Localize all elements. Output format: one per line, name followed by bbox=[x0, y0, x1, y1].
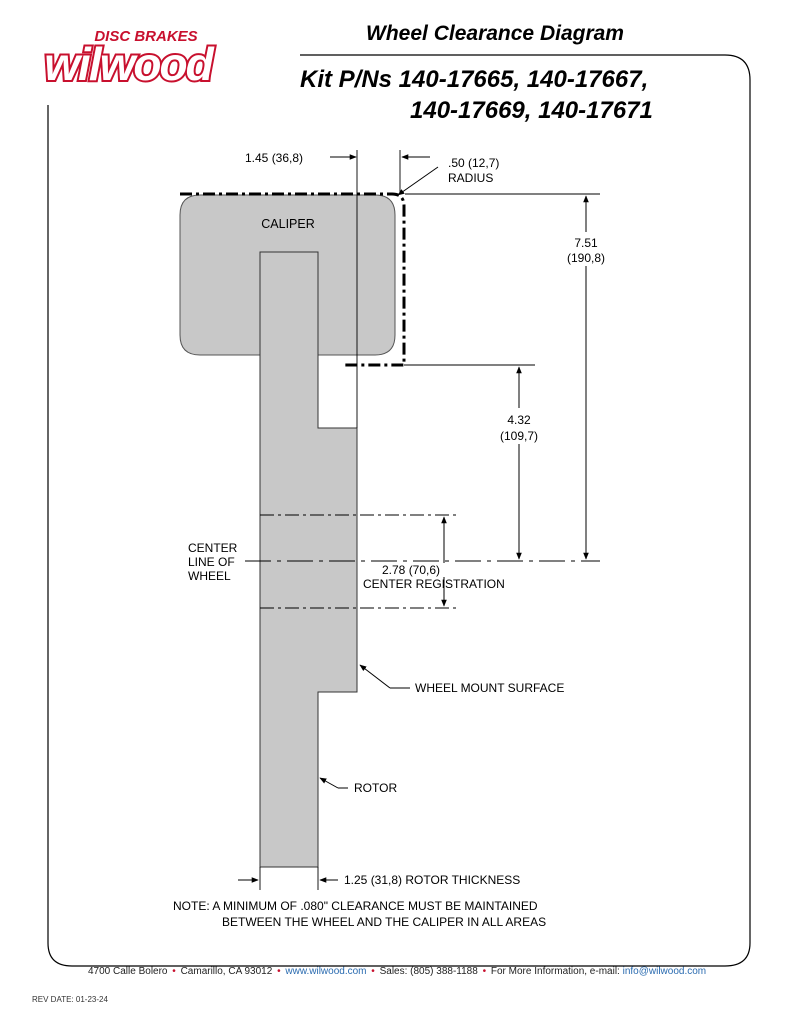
page-frame bbox=[47, 54, 751, 967]
radius-value: .50 (12,7) bbox=[448, 156, 499, 170]
footer-address: 4700 Calle Bolero bbox=[88, 966, 168, 977]
rotor-label: ROTOR bbox=[354, 781, 397, 795]
rotor-leader-2 bbox=[319, 777, 339, 789]
wheel-mount-label: WHEEL MOUNT SURFACE bbox=[415, 681, 564, 695]
rev-label: REV DATE: bbox=[32, 995, 74, 1004]
kit-numbers-line2: 140-17669, 140-17671 bbox=[410, 97, 653, 124]
page-title: Wheel Clearance Diagram bbox=[366, 22, 624, 45]
dim-total-text-2: (190,8) bbox=[567, 251, 605, 265]
footer-email-link[interactable]: info@wilwood.com bbox=[622, 966, 707, 977]
note-line-1: NOTE: A MINIMUM OF .080" CLEARANCE MUST … bbox=[173, 899, 538, 913]
footer-info: For More Information, e-mail: bbox=[490, 966, 620, 977]
footer-sales: Sales: (805) 388-1188 bbox=[379, 966, 478, 977]
radius-label: RADIUS bbox=[448, 171, 493, 185]
caliper-label: CALIPER bbox=[261, 217, 315, 231]
dim-total-text-1: 7.51 bbox=[574, 236, 598, 250]
dim-offset-text: 1.45 (36,8) bbox=[245, 151, 303, 165]
logo-wordmark: wilwood bbox=[44, 38, 214, 90]
rev-date: 01-23-24 bbox=[75, 995, 108, 1004]
footer-sep: • bbox=[371, 966, 375, 977]
footer-city: Camarillo, CA 93012 bbox=[180, 966, 273, 977]
radius-leader bbox=[397, 166, 439, 196]
dim-mount-text-1: 4.32 bbox=[507, 413, 531, 427]
footer-website-link[interactable]: www.wilwood.com bbox=[285, 966, 367, 977]
kit-numbers-line1: Kit P/Ns 140-17665, 140-17667, bbox=[300, 66, 649, 93]
footer-contact: 4700 Calle Bolero • Camarillo, CA 93012 … bbox=[88, 966, 706, 977]
centerline-label-2: LINE OF bbox=[188, 555, 235, 569]
footer-sep: • bbox=[482, 966, 487, 977]
centerline-label-3: WHEEL bbox=[188, 569, 231, 583]
dim-mount-text-2: (109,7) bbox=[500, 429, 538, 443]
wheel-mount-leader-2 bbox=[359, 664, 391, 689]
rotor-thickness-text: 1.25 (31,8) ROTOR THICKNESS bbox=[344, 873, 520, 887]
footer-sep: • bbox=[277, 966, 281, 977]
logo-tagline: DISC BRAKES bbox=[94, 28, 197, 45]
footer-sep: • bbox=[172, 966, 176, 977]
caliper-slot bbox=[259, 251, 319, 355]
center-reg-label: CENTER REGISTRATION bbox=[363, 577, 505, 591]
wilwood-logo: DISC BRAKES wilwood bbox=[42, 28, 218, 90]
note-line-2: BETWEEN THE WHEEL AND THE CALIPER IN ALL… bbox=[222, 915, 546, 929]
revision-date: REV DATE: 01-23-24 bbox=[32, 995, 108, 1004]
center-reg-value: 2.78 (70,6) bbox=[382, 563, 440, 577]
clearance-envelope bbox=[180, 192, 406, 367]
centerline-label-1: CENTER bbox=[188, 541, 238, 555]
